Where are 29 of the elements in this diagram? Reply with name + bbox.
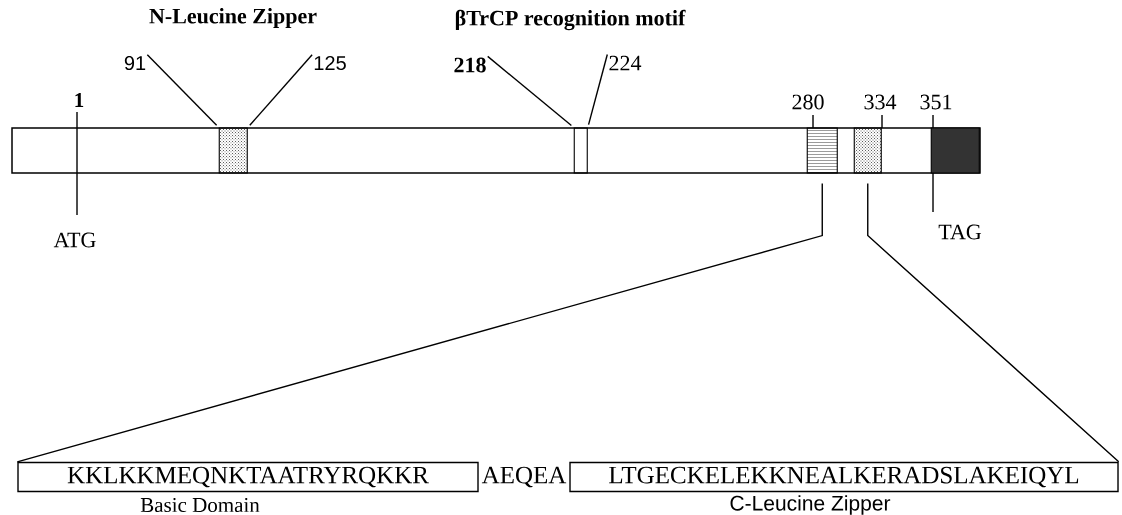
sequence-box: KKLKKMEQNKTAATRYRQKKR bbox=[17, 461, 479, 493]
residue-number: 1 bbox=[75, 93, 84, 107]
leader-line bbox=[587, 53, 608, 126]
codon-label: TAG bbox=[938, 224, 982, 240]
zipper-region bbox=[218, 127, 248, 174]
residue-number: 218 bbox=[454, 57, 486, 73]
codon-label: ATG bbox=[53, 232, 96, 248]
protein-bar bbox=[11, 127, 981, 174]
leader-line bbox=[16, 182, 823, 463]
leader-line bbox=[249, 54, 313, 126]
residue-number: 334 bbox=[864, 94, 897, 110]
zipper-region bbox=[853, 127, 882, 174]
residue-number: 280 bbox=[792, 94, 824, 110]
residue-number: 351 bbox=[920, 94, 952, 110]
leader-line bbox=[487, 55, 573, 127]
motif-region bbox=[573, 127, 588, 174]
region-title: N-Leucine Zipper bbox=[149, 8, 317, 28]
residue-number: 91 bbox=[124, 55, 146, 71]
leader-line bbox=[867, 182, 1120, 463]
sequence-text: AEQEA bbox=[481, 466, 567, 488]
domain-caption: C-Leucine Zipper bbox=[730, 495, 891, 515]
terminal-region bbox=[930, 127, 980, 174]
basic-region bbox=[806, 127, 838, 174]
domain-caption: Basic Domain bbox=[140, 497, 260, 513]
leader-line bbox=[146, 54, 218, 126]
sequence-box: LTGECKELEKKNEALKERADSLAKEIQYL bbox=[569, 461, 1119, 493]
residue-number: 125 bbox=[314, 55, 346, 71]
residue-number: 224 bbox=[609, 55, 642, 71]
region-title: βTrCP recognition motif bbox=[455, 9, 686, 31]
